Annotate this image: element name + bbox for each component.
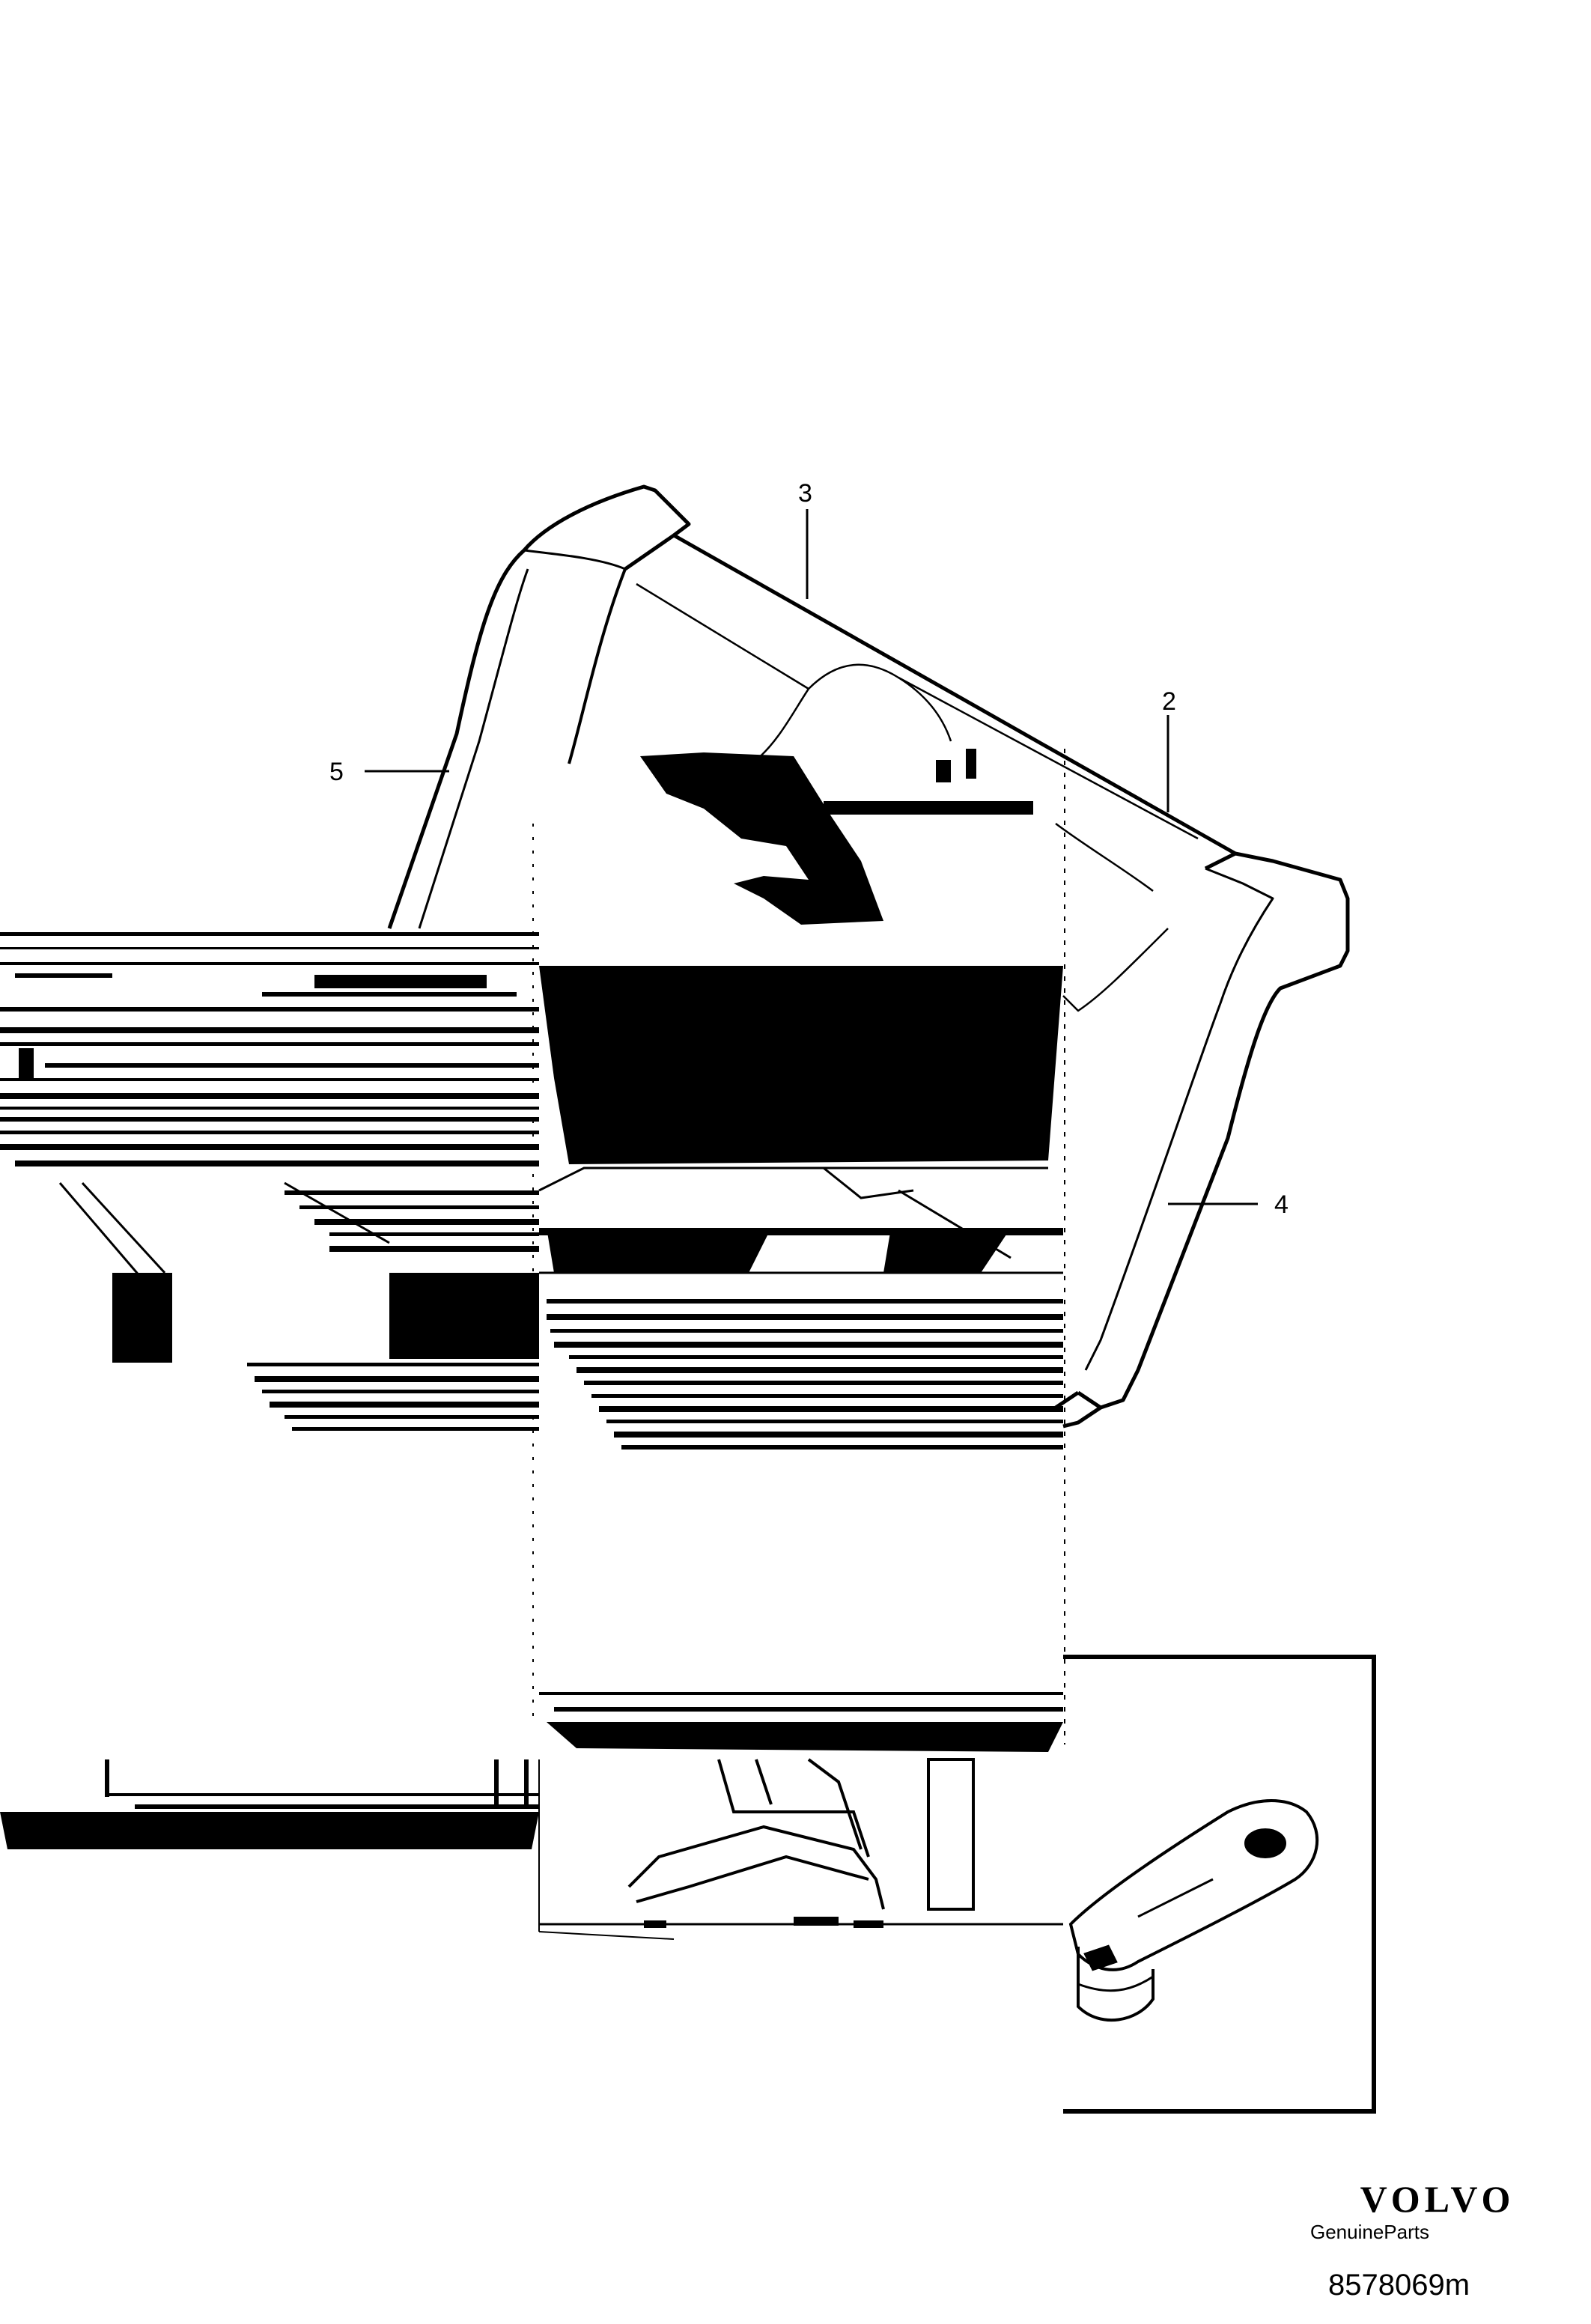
callout-4: 4 (1274, 1190, 1289, 1219)
detail-inset (1063, 1655, 1376, 2114)
middle-outlines (538, 1166, 1063, 1274)
left-rails (0, 932, 539, 1431)
seam-lines (532, 749, 1065, 1744)
diagram-part-number: 8578069m (1328, 2269, 1470, 2302)
leader-lines (365, 509, 1258, 1205)
key-tag (1068, 1799, 1319, 2022)
volvo-logo: VOLVO (1360, 2178, 1515, 2220)
callout-3: 3 (798, 479, 812, 508)
left-rail-outlines (58, 1181, 390, 1289)
brand-block: VOLVO GenuineParts (1310, 2180, 1565, 2244)
console-frame (387, 484, 1350, 1429)
dark-tray (539, 749, 1063, 1164)
callout-2: 2 (1162, 687, 1176, 716)
callout-5: 5 (329, 758, 344, 786)
callouts: 3 2 5 4 (329, 479, 1289, 1219)
brand-subtitle: GenuineParts (1310, 2221, 1429, 2243)
lower-base (0, 1692, 1063, 1940)
middle-bands (539, 1228, 1063, 1450)
